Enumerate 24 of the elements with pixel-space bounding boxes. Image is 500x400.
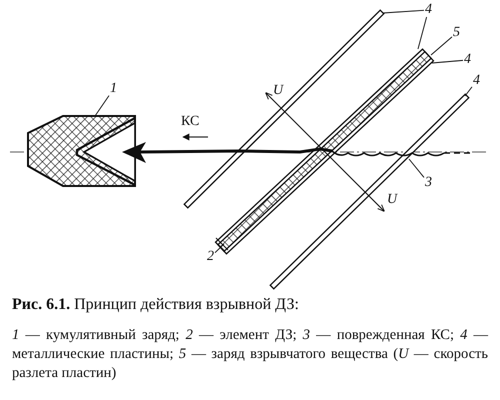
shaped-charge-drawing bbox=[27, 115, 136, 187]
callout-number: 3 bbox=[424, 176, 433, 190]
jet-arrow bbox=[122, 142, 470, 163]
leader-line bbox=[432, 60, 464, 64]
callout-number: 4 bbox=[463, 53, 472, 67]
leader-line bbox=[408, 158, 424, 178]
callout-number: 1 bbox=[109, 82, 118, 96]
jet-label: КС bbox=[180, 115, 200, 129]
callout-number: 2 bbox=[206, 250, 215, 264]
leader-line bbox=[94, 95, 110, 116]
callout-number: 4 bbox=[424, 3, 433, 17]
leader-line bbox=[418, 16, 428, 50]
figure-title: Рис. 6.1. Принцип действия взрывной ДЗ: bbox=[12, 296, 300, 314]
leader-line bbox=[430, 36, 452, 56]
leader-line bbox=[464, 86, 472, 96]
figure-caption: 1 — кумулятивный заряд; 2 — элемент ДЗ; 3 — поврежденная КС; 4 — металлические пластины; 5 — заряд взрывчатого вещества (U — скорость разлета пластин) bbox=[12, 326, 488, 383]
callout-number: 5 bbox=[452, 26, 461, 40]
metal-plate-drawing bbox=[183, 9, 385, 209]
velocity-label: U bbox=[272, 84, 284, 98]
leader-line bbox=[382, 10, 424, 14]
callout-number: 4 bbox=[472, 74, 481, 88]
metal-plate-drawing bbox=[269, 93, 470, 290]
velocity-label: U bbox=[386, 193, 398, 207]
leader-line bbox=[214, 244, 224, 254]
